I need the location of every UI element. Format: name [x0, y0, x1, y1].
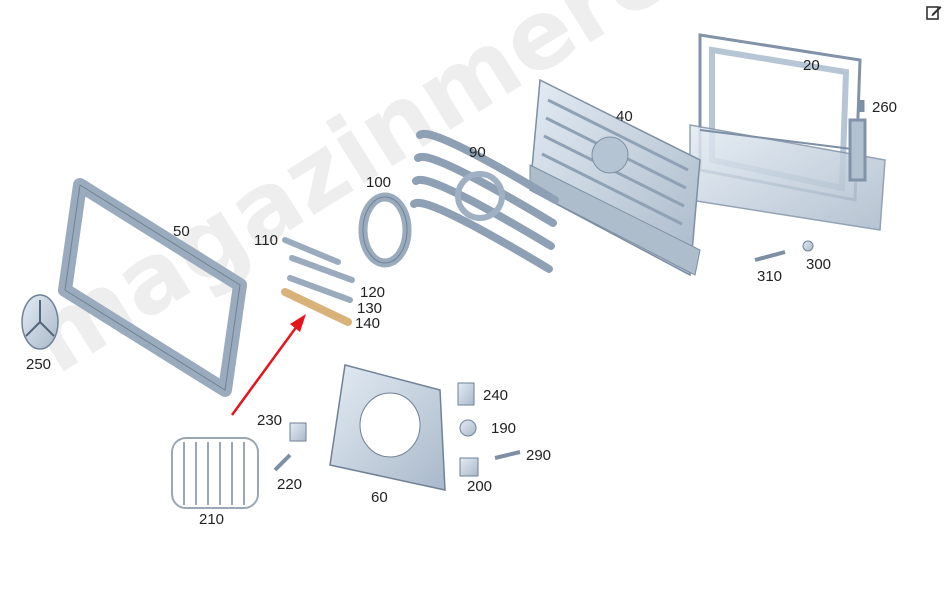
label-40[interactable]: 40 — [616, 108, 633, 125]
label-200[interactable]: 200 — [467, 478, 493, 495]
part-310-bolt[interactable] — [754, 250, 786, 262]
edit-icon[interactable] — [926, 4, 942, 20]
label-60[interactable]: 60 — [371, 489, 388, 506]
label-20[interactable]: 20 — [803, 57, 820, 74]
label-220[interactable]: 220 — [277, 476, 303, 493]
label-230[interactable]: 230 — [257, 412, 283, 429]
label-120[interactable]: 120 — [360, 284, 386, 301]
part-250-emblem[interactable] — [21, 294, 59, 350]
part-130-strip[interactable] — [287, 275, 353, 303]
part-240-plate[interactable] — [457, 382, 475, 406]
part-60-housing[interactable] — [329, 364, 446, 491]
label-90[interactable]: 90 — [469, 144, 486, 161]
label-190[interactable]: 190 — [491, 420, 517, 437]
label-140[interactable]: 140 — [355, 315, 381, 332]
label-50[interactable]: 50 — [173, 223, 190, 240]
part-300-nut[interactable] — [802, 240, 814, 252]
part-100-ring[interactable] — [358, 192, 412, 268]
part-190-nut[interactable] — [459, 419, 477, 437]
label-110[interactable]: 110 — [254, 232, 278, 249]
part-90-louvres[interactable] — [410, 129, 559, 273]
label-300[interactable]: 300 — [806, 256, 832, 273]
label-130[interactable]: 130 — [357, 300, 383, 317]
label-260[interactable]: 260 — [872, 99, 898, 116]
label-240[interactable]: 240 — [483, 387, 509, 404]
part-200-bracket[interactable] — [459, 457, 479, 477]
label-100[interactable]: 100 — [366, 174, 392, 191]
part-40-grille[interactable] — [529, 78, 701, 277]
part-220-bolt[interactable] — [273, 453, 292, 472]
part-110-strip[interactable] — [282, 237, 341, 265]
part-210-lamp-grille[interactable] — [171, 437, 259, 509]
part-50-outer-frame[interactable] — [58, 178, 247, 397]
indicator-arrow — [230, 314, 306, 416]
part-290-bolt[interactable] — [494, 450, 521, 460]
label-310[interactable]: 310 — [757, 268, 783, 285]
part-20-frame[interactable] — [689, 33, 886, 231]
label-250[interactable]: 250 — [26, 356, 52, 373]
label-290[interactable]: 290 — [526, 447, 552, 464]
part-120-strip[interactable] — [289, 255, 355, 283]
label-210[interactable]: 210 — [199, 511, 225, 528]
part-140-strip[interactable] — [281, 288, 352, 326]
part-230-clip[interactable] — [289, 422, 307, 442]
